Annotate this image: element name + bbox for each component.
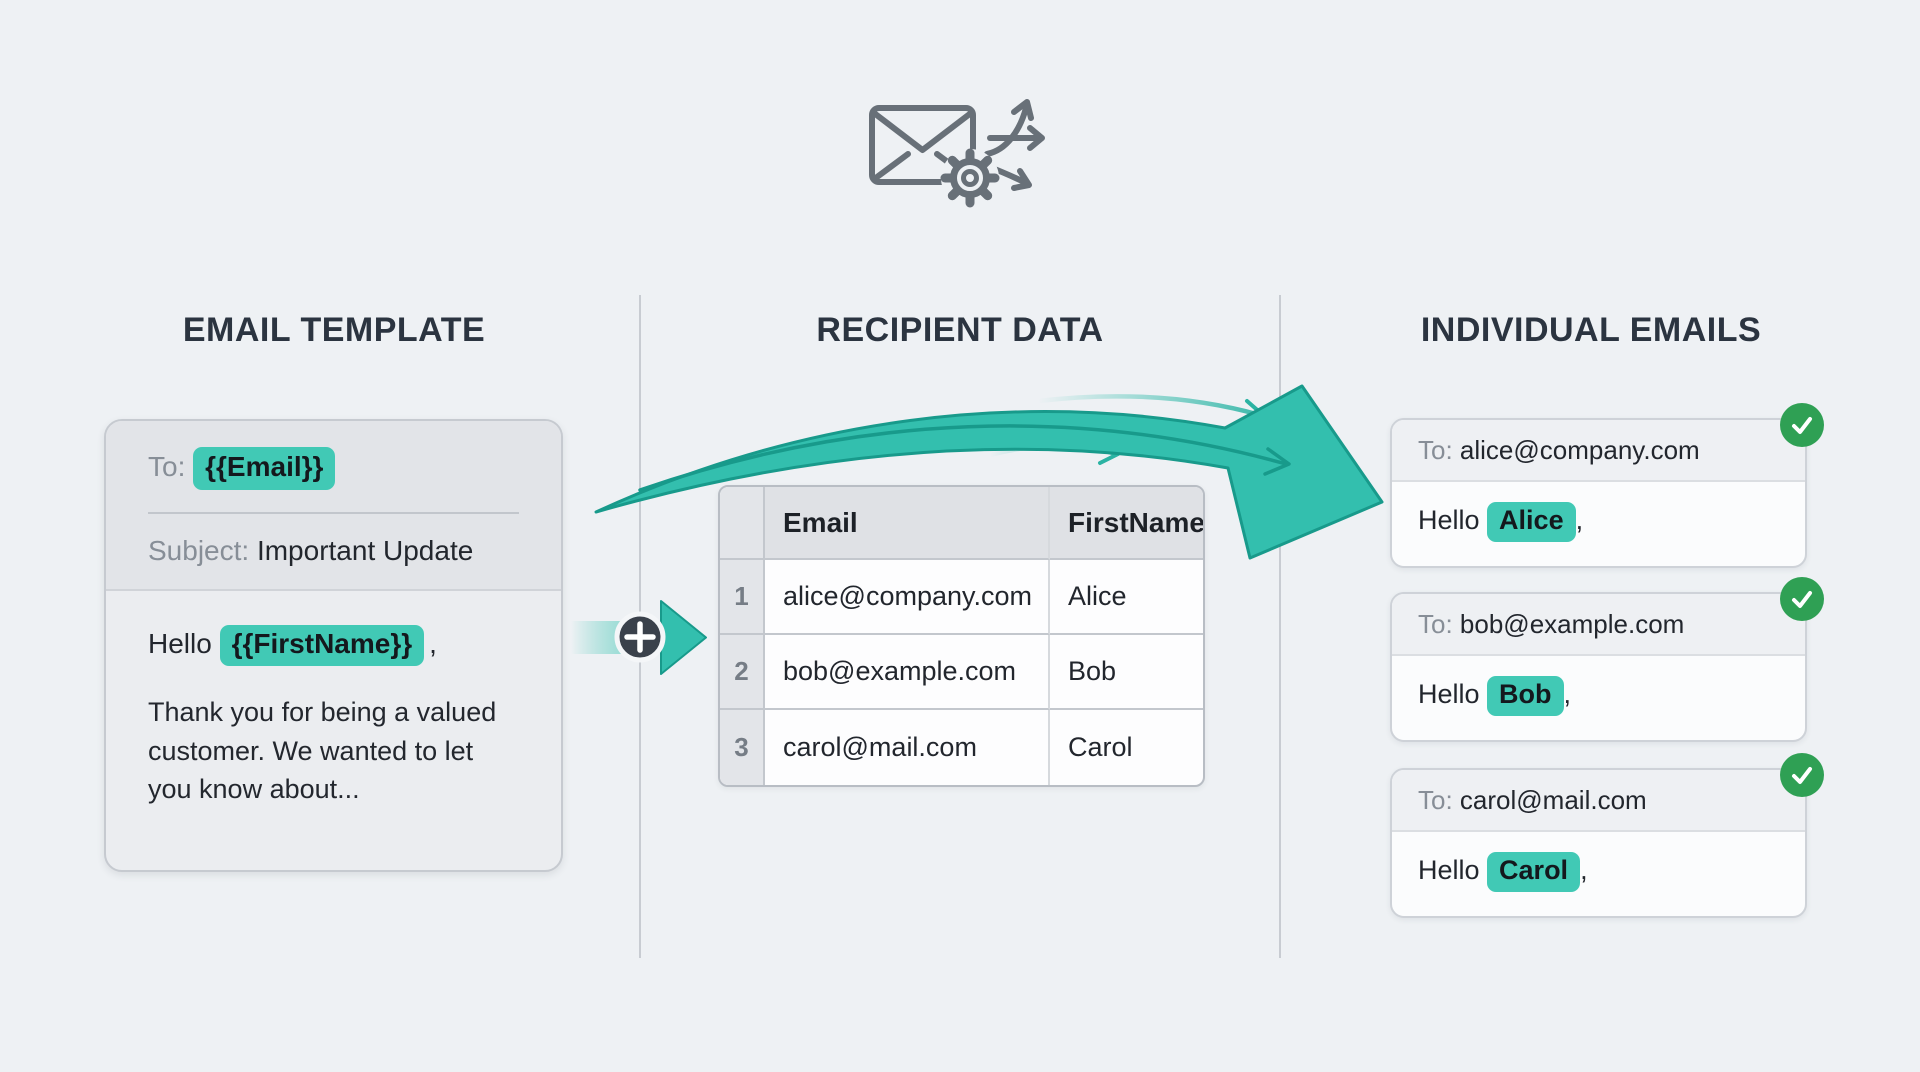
to-label: To: xyxy=(148,451,186,482)
column-divider xyxy=(1279,295,1281,958)
row-number: 2 xyxy=(720,635,765,710)
sent-check-badge xyxy=(1780,577,1824,621)
greeting-prefix: Hello xyxy=(1418,505,1480,535)
check-icon xyxy=(1792,417,1812,434)
to-label: To: xyxy=(1418,785,1453,815)
row-number: 3 xyxy=(720,710,765,785)
email-greeting: Hello Carol, xyxy=(1392,832,1805,916)
envelope-icon xyxy=(869,105,976,185)
name-chip: Bob xyxy=(1487,676,1564,716)
template-to-line: To: {{Email}} xyxy=(148,447,519,490)
sent-check-badge xyxy=(1780,753,1824,797)
merge-plus-arrow-icon xyxy=(571,600,707,675)
check-icon xyxy=(1792,591,1812,608)
to-address: bob@example.com xyxy=(1459,609,1685,639)
template-card-body: Hello {{FirstName}}, Thank you for being… xyxy=(106,591,561,809)
greeting-prefix: Hello xyxy=(1418,679,1480,709)
swoosh-body xyxy=(594,384,1384,560)
header-divider xyxy=(148,511,519,514)
template-greeting: Hello {{FirstName}}, xyxy=(148,625,523,667)
cell-email: bob@example.com xyxy=(765,635,1050,710)
name-chip: Alice xyxy=(1487,502,1576,542)
name-chip: Carol xyxy=(1487,852,1581,892)
greeting-prefix: Hello xyxy=(1418,855,1480,885)
template-body-text: Thank you for being a valued customer. W… xyxy=(148,697,497,805)
subject-label: Subject: xyxy=(148,534,250,566)
column-header-email: Email xyxy=(765,487,1050,560)
email-to-line: To: carol@mail.com xyxy=(1392,770,1805,832)
cell-email: alice@company.com xyxy=(765,560,1050,635)
heading-email-template: EMAIL TEMPLATE xyxy=(182,311,486,349)
email-variable-chip: {{Email}} xyxy=(193,447,336,490)
arrow-head xyxy=(660,600,707,675)
email-template-card: To: {{Email}} Subject: Important Update … xyxy=(104,419,563,872)
check-icon xyxy=(1792,767,1812,784)
email-greeting: Hello Bob, xyxy=(1392,656,1805,740)
template-card-header: To: {{Email}} Subject: Important Update xyxy=(106,421,561,592)
plus-icon xyxy=(614,611,666,663)
email-to-line: To: bob@example.com xyxy=(1392,594,1805,656)
template-subject-line: Subject: Important Update xyxy=(148,534,519,568)
heading-individual-emails: INDIVIDUAL EMAILS xyxy=(1420,311,1762,349)
cell-firstname: Alice xyxy=(1050,560,1203,635)
cell-email: carol@mail.com xyxy=(765,710,1050,785)
greeting-suffix: , xyxy=(429,628,437,660)
corner-cell xyxy=(720,487,765,560)
swoosh-inner-line xyxy=(638,424,1291,492)
greeting-suffix: , xyxy=(1575,505,1584,535)
gear-icon xyxy=(940,148,1000,208)
individual-email-card: To: bob@example.com Hello Bob, xyxy=(1390,577,1824,742)
cell-firstname: Carol xyxy=(1068,732,1133,762)
individual-email-card: To: alice@company.com Hello Alice, xyxy=(1390,403,1824,568)
greeting-suffix: , xyxy=(1563,679,1572,709)
to-address: carol@mail.com xyxy=(1459,785,1647,815)
to-address: alice@company.com xyxy=(1459,435,1700,465)
row-number: 1 xyxy=(720,560,765,635)
heading-recipient-data: RECIPIENT DATA xyxy=(816,311,1104,349)
to-label: To: xyxy=(1418,609,1453,639)
sent-check-badge xyxy=(1780,403,1824,447)
greeting-prefix: Hello xyxy=(148,628,212,660)
cell-firstname: Bob xyxy=(1050,635,1203,710)
column-header-firstname: FirstName xyxy=(1050,487,1203,560)
greeting-suffix: , xyxy=(1580,855,1588,885)
to-label: To: xyxy=(1418,435,1453,465)
recipient-data-table: Email FirstName 1 alice@company.com Alic… xyxy=(718,485,1205,787)
swoosh-arrow-icon xyxy=(594,384,1384,560)
firstname-variable-chip: {{FirstName}} xyxy=(219,625,425,667)
individual-email-card: To: carol@mail.com Hello Carol, xyxy=(1390,753,1824,918)
subject-value: Important Update xyxy=(256,534,474,566)
email-to-line: To: alice@company.com xyxy=(1392,420,1805,482)
email-greeting: Hello Alice, xyxy=(1392,482,1805,566)
mail-merge-icon xyxy=(869,99,1045,208)
